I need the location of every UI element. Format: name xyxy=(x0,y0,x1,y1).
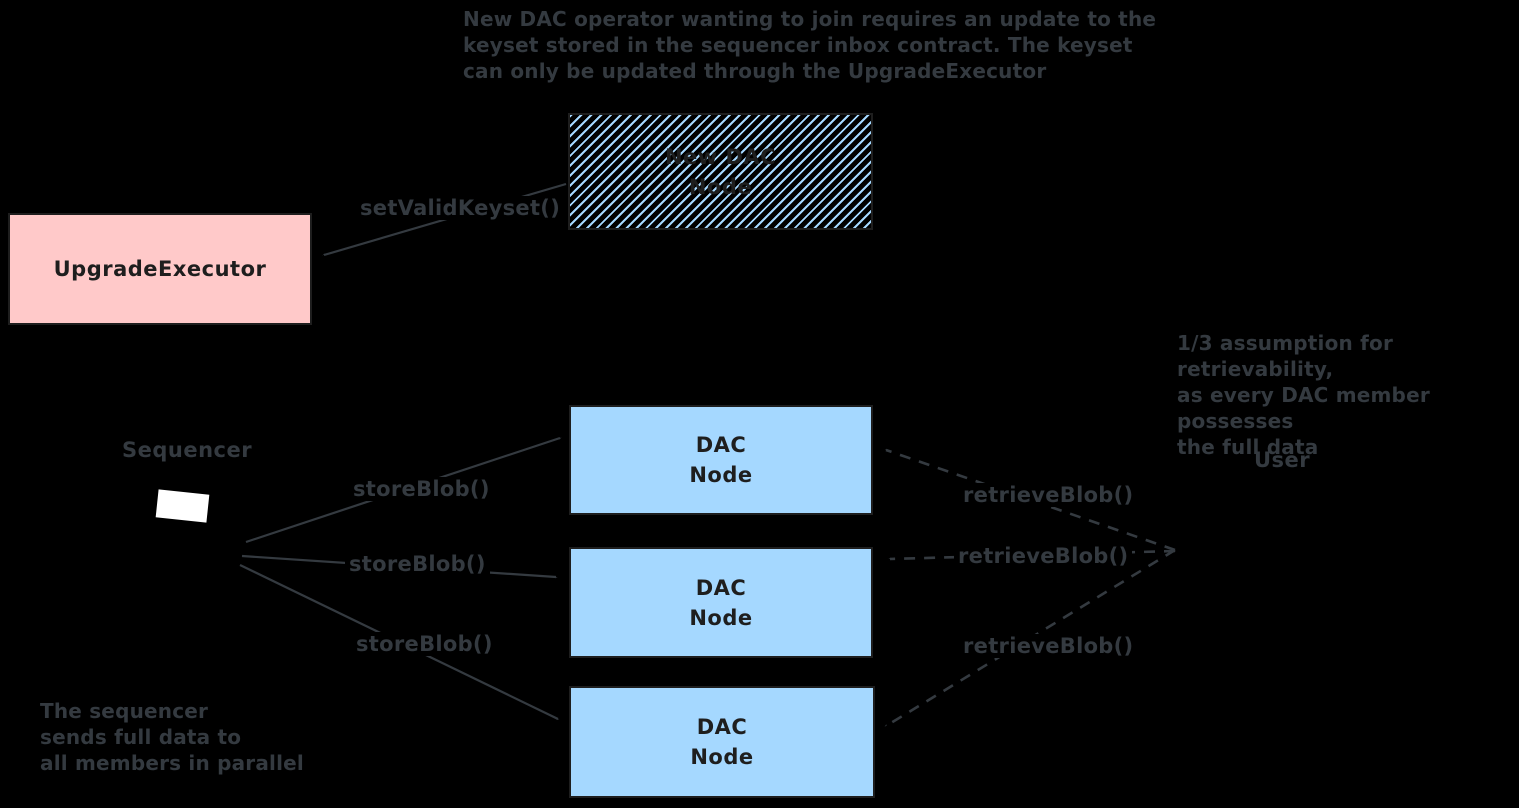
retrieve-blob-label-3: retrieveBlob() xyxy=(959,634,1138,658)
retrieve-blob-label-2: retrieveBlob() xyxy=(954,544,1133,568)
dac-node-label-3: DAC Node xyxy=(690,715,754,769)
store-blob-label-3: storeBlob() xyxy=(352,632,497,656)
sequencer-laptop-screen-shape xyxy=(155,489,210,523)
set-valid-keyset-label: setValidKeyset() xyxy=(356,196,565,220)
new-dac-node-label: New DAC Node xyxy=(664,144,777,199)
store-blob-label-2: storeBlob() xyxy=(345,552,490,576)
dac-node-label-1: DAC Node xyxy=(689,433,753,487)
dac-node-label-2: DAC Node xyxy=(689,575,753,630)
upgrade-executor-label: UpgradeExecutor xyxy=(53,257,267,281)
sequencer-label: Sequencer xyxy=(122,438,253,462)
upgrade-executor-box: UpgradeExecutor xyxy=(8,213,312,325)
dac-node-box-2: DAC Node xyxy=(569,547,873,658)
top-note: New DAC operator wanting to join require… xyxy=(463,7,1157,83)
assumption-note: 1/3 assumption for retrievability, as ev… xyxy=(1177,331,1430,459)
sequencer-note: The sequencer sends full data to all mem… xyxy=(40,699,304,775)
retrieve-blob-label-1: retrieveBlob() xyxy=(959,483,1138,507)
dac-node-box-1: DAC Node xyxy=(569,405,873,515)
store-blob-label-1: storeBlob() xyxy=(349,477,494,501)
new-dac-node-box: New DAC Node xyxy=(568,113,873,230)
user-label: User xyxy=(1254,448,1311,472)
dac-node-box-3: DAC Node xyxy=(569,686,875,798)
